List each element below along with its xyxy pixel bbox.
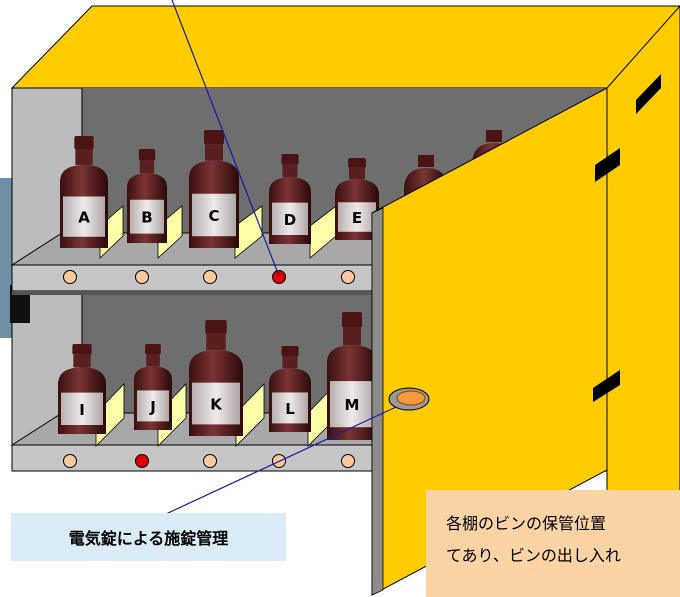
bottles-top-row: A B C D E [60, 130, 379, 248]
top-indicator-3 [203, 270, 217, 284]
bottle-label: M [345, 396, 360, 414]
top-indicator-1 [63, 270, 77, 284]
bottle-e: E [335, 158, 379, 240]
window-panel [0, 178, 12, 338]
bottle-label: C [208, 207, 219, 225]
storage-note-line1: 各棚のビンの保管位置 [446, 514, 607, 533]
bottle-label: D [284, 211, 296, 229]
bottom-indicator-3 [203, 454, 217, 468]
bottle-label: J [149, 398, 156, 416]
leader-line-lock [152, 406, 397, 521]
hinge-icon [595, 148, 620, 182]
bottle-label-bg [130, 199, 164, 234]
bottle-label-bg [61, 392, 103, 425]
bottle-label-bg [272, 202, 308, 235]
lock-callout-text: 電気錠による施錠管理 [68, 529, 229, 548]
bottle-label: K [210, 396, 223, 414]
cabinet-slot [636, 74, 661, 114]
bottle-a: A [60, 136, 108, 248]
bottle-label: B [141, 209, 152, 227]
storage-note-line2: てあり、ビンの出し入れ [446, 546, 621, 565]
storage-note: 各棚のビンの保管位置 てあり、ビンの出し入れ [426, 490, 680, 597]
bottle-label-bg [338, 202, 376, 232]
bottle-label-bg [330, 381, 374, 428]
bottle-i: I [58, 344, 106, 434]
indicators-bottom [63, 454, 355, 468]
bottom-indicator-2 [135, 454, 149, 468]
bottle-label: L [285, 400, 295, 418]
bottle-k: K [189, 320, 243, 436]
bottle-j: J [134, 344, 172, 430]
bottle-c: C [189, 130, 239, 248]
top-indicator-2 [135, 270, 149, 284]
bottle-label: A [78, 209, 90, 227]
top-indicator-5 [341, 270, 355, 284]
cabinet-door-edge [371, 207, 384, 596]
bottles-bottom-row: I J K L M [58, 312, 377, 440]
leader-line-indicator [171, 0, 280, 277]
indicators-top [63, 270, 355, 284]
bottom-indicator-5 [341, 454, 355, 468]
bottle-m: M [327, 312, 377, 440]
bottle-label-bg [192, 193, 236, 237]
cabinet-top [10, 5, 680, 89]
bottle-label-bg [63, 196, 105, 237]
bottle-d: D [269, 154, 311, 244]
electric-lock-knob [396, 390, 426, 406]
bottom-indicator-1 [63, 454, 77, 468]
bottle-b: B [127, 149, 167, 243]
bottle-label-bg [137, 390, 169, 422]
top-indicator-4 [272, 270, 286, 284]
bottle-label-bg [272, 392, 308, 424]
shelf-divider [12, 291, 607, 295]
bottle-label: I [79, 401, 85, 419]
lock-callout: 電気錠による施錠管理 [11, 513, 286, 561]
bottle-label-bg [192, 382, 240, 425]
hinge-icon [593, 370, 620, 402]
bottle-l: L [269, 346, 311, 432]
bottle-label: E [352, 209, 362, 227]
